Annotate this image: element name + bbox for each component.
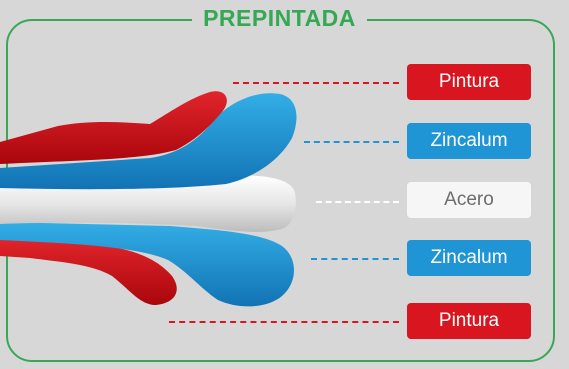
label-zincalum-top: Zincalum xyxy=(407,123,531,159)
label-acero: Acero xyxy=(407,182,531,218)
leader-acero xyxy=(316,201,399,203)
label-zincalum-bottom: Zincalum xyxy=(407,240,531,276)
leader-zincalum-bottom xyxy=(311,258,399,260)
label-pintura-top: Pintura xyxy=(407,64,531,100)
bottom-zinc-layer xyxy=(0,222,294,307)
steel-core-layer xyxy=(0,175,296,232)
top-paint-layer xyxy=(0,91,227,164)
bottom-paint-layer xyxy=(0,238,177,305)
top-zinc-layer xyxy=(0,93,297,190)
diagram-title: PREPINTADA xyxy=(192,3,367,33)
leader-pintura-top xyxy=(233,82,399,84)
leader-zincalum-top xyxy=(304,141,399,143)
label-pintura-bottom: Pintura xyxy=(407,303,531,339)
leader-pintura-bottom xyxy=(169,321,399,323)
